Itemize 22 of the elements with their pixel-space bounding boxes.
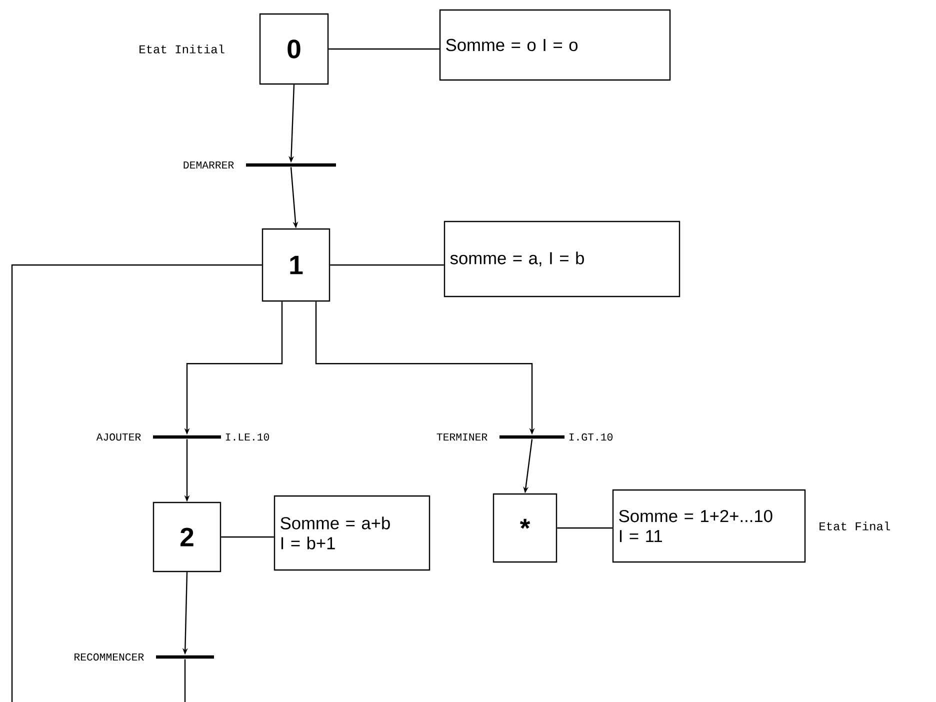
state-caption: Etat Final [820,522,890,530]
transition-label: DEMARRER [184,161,234,168]
state-box: 0 [259,13,329,85]
transition-label: TERMINER [436,433,488,440]
transition-label: AJOUTER [96,433,141,441]
action-box: Somme = o I = o [439,9,671,81]
connector-line [221,536,274,538]
state-box: * [492,493,558,563]
action-box: Somme = a+b I = b+1 [274,495,430,571]
connector-line [557,527,612,529]
connector-line [184,659,186,702]
transition-label: RECOMMENCER [74,653,144,661]
action-box: somme = a, I = b [444,220,680,298]
connector-line [328,48,440,50]
state-box: 2 [152,502,222,572]
connector-line [11,264,262,702]
condition-label: I.GT.10 [569,433,613,441]
connector-line [330,264,444,266]
state-caption: Etat Initial [140,44,224,54]
condition-label: I.LE.10 [226,433,270,441]
state-box: 1 [262,228,330,302]
action-box: Somme = 1+2+...10 I = 11 [612,489,806,563]
